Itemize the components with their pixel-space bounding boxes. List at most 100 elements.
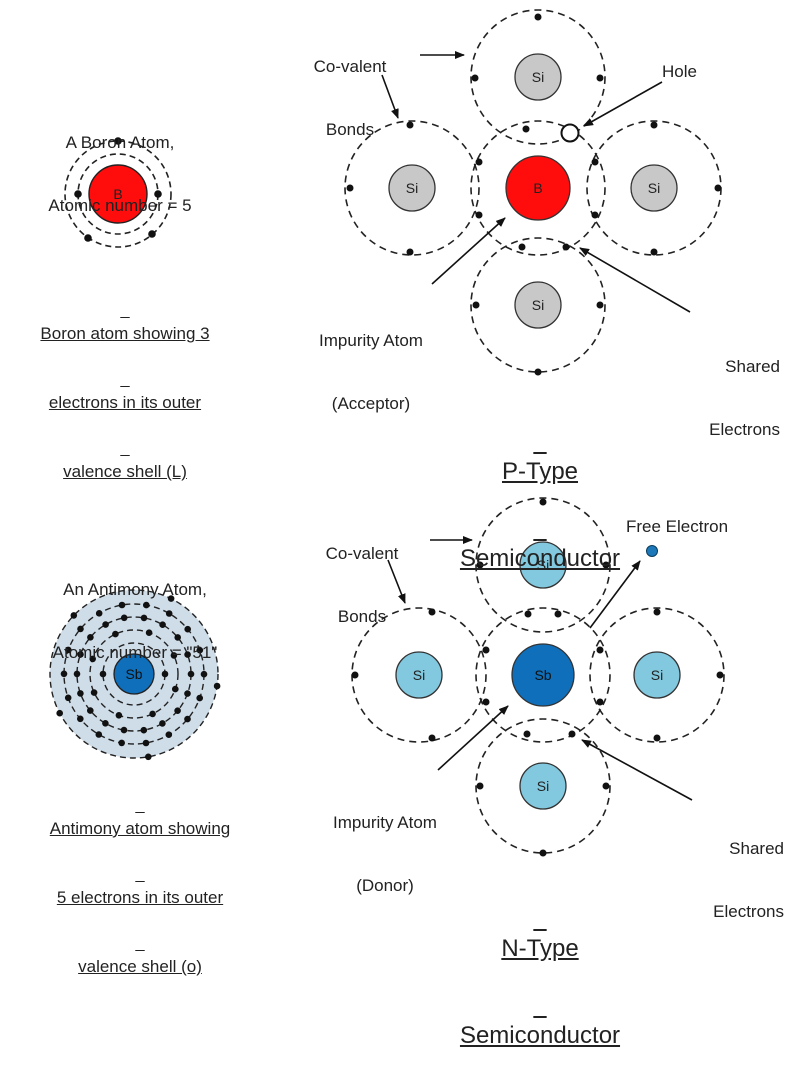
electron (476, 561, 484, 569)
covalent-bonds-label: Co-valent Bonds (313, 57, 387, 139)
electron (482, 646, 490, 654)
electron (172, 685, 179, 693)
semiconductor-diagram: B Si Si B Si Si (49, 9, 725, 857)
silicon-nucleus (514, 281, 562, 329)
si-symbol: Si (532, 297, 544, 313)
sb-symbol: Sb (125, 666, 142, 682)
electron (518, 243, 526, 251)
impurity-atom-label: Impurity Atom (Acceptor) (319, 331, 423, 413)
electron (56, 709, 63, 717)
arrow (583, 81, 663, 127)
electron (174, 634, 181, 641)
electron (89, 655, 96, 663)
free-electron-label: Free Electron (626, 517, 729, 536)
electron (475, 158, 483, 166)
shared-electrons-label: Shared Electrons (709, 357, 780, 439)
electron (102, 720, 109, 727)
bond-shell (344, 120, 480, 256)
si-symbol: Si (537, 778, 549, 794)
electron (554, 610, 562, 618)
electron (140, 614, 148, 622)
electron (522, 125, 530, 133)
boron-atom-caption: Boron atom showing 3 electrons in its ou… (40, 324, 210, 481)
silicon-nucleus (519, 762, 567, 810)
electron (568, 730, 576, 738)
bond-shell (475, 497, 611, 633)
silicon-nucleus (633, 651, 681, 699)
hole-label: Hole (662, 62, 697, 81)
boron-atom: B (64, 137, 172, 248)
electron (184, 651, 191, 658)
electron (140, 726, 148, 734)
n-type-lattice: Si Si Sb Si Si (351, 497, 725, 857)
electron (77, 715, 84, 723)
covalent-bonds-label: Co-valent Bonds (325, 544, 399, 626)
antimony-impurity-nucleus (511, 643, 575, 707)
electron (406, 121, 414, 129)
electron (213, 682, 221, 690)
electron (84, 234, 92, 242)
boron-symbol: B (113, 186, 122, 202)
arrow (437, 705, 509, 771)
electron (159, 621, 166, 628)
antimony-nucleus (113, 653, 155, 695)
electron (184, 625, 191, 633)
electron (70, 612, 78, 619)
electron (167, 595, 175, 602)
electron (114, 137, 122, 145)
electron (596, 646, 604, 654)
electron (650, 121, 658, 129)
electron (534, 368, 542, 376)
electron (596, 301, 604, 309)
electron (428, 608, 436, 616)
electron (653, 734, 661, 742)
antimony-atom-caption: Antimony atom showing 5 electrons in its… (49, 819, 231, 976)
electron (154, 190, 162, 198)
electron (142, 739, 150, 747)
electron (118, 601, 126, 609)
n-type-title: N-Type Semiconductor (459, 935, 621, 1049)
electron (87, 707, 94, 714)
sb-symbol: Sb (534, 667, 551, 683)
antimony-atom: Sb (49, 589, 221, 761)
silicon-nucleus (395, 651, 443, 699)
electron (77, 651, 84, 658)
electron (95, 610, 103, 617)
electron (77, 625, 84, 633)
electron (90, 689, 98, 696)
electron (591, 211, 599, 219)
electron (534, 13, 542, 21)
electron (95, 731, 103, 738)
silicon-nucleus (630, 164, 678, 212)
electron (143, 601, 150, 609)
electron (161, 670, 169, 678)
bond-shell (475, 718, 611, 854)
electron (87, 634, 94, 641)
electron (145, 629, 153, 636)
electron (184, 715, 191, 723)
arrow (589, 560, 641, 629)
electron (145, 753, 152, 761)
electron (174, 707, 181, 714)
electron (591, 158, 599, 166)
electron (184, 690, 191, 697)
hole-marker (560, 123, 580, 143)
electron (714, 184, 722, 192)
electron (602, 561, 610, 569)
electron (650, 248, 658, 256)
electron (148, 230, 156, 238)
electron (346, 184, 354, 192)
electron (118, 739, 125, 747)
arrow (581, 739, 693, 801)
si-symbol: Si (537, 557, 549, 573)
si-symbol: Si (532, 69, 544, 85)
electron (165, 610, 173, 617)
silicon-nucleus (388, 164, 436, 212)
electron (73, 670, 81, 678)
p-type-lattice: Si Si B Si Si (344, 9, 722, 376)
electron (472, 301, 480, 309)
electron (115, 712, 123, 719)
arrow (387, 559, 406, 604)
bond-shell (470, 237, 606, 373)
electron (523, 730, 531, 738)
